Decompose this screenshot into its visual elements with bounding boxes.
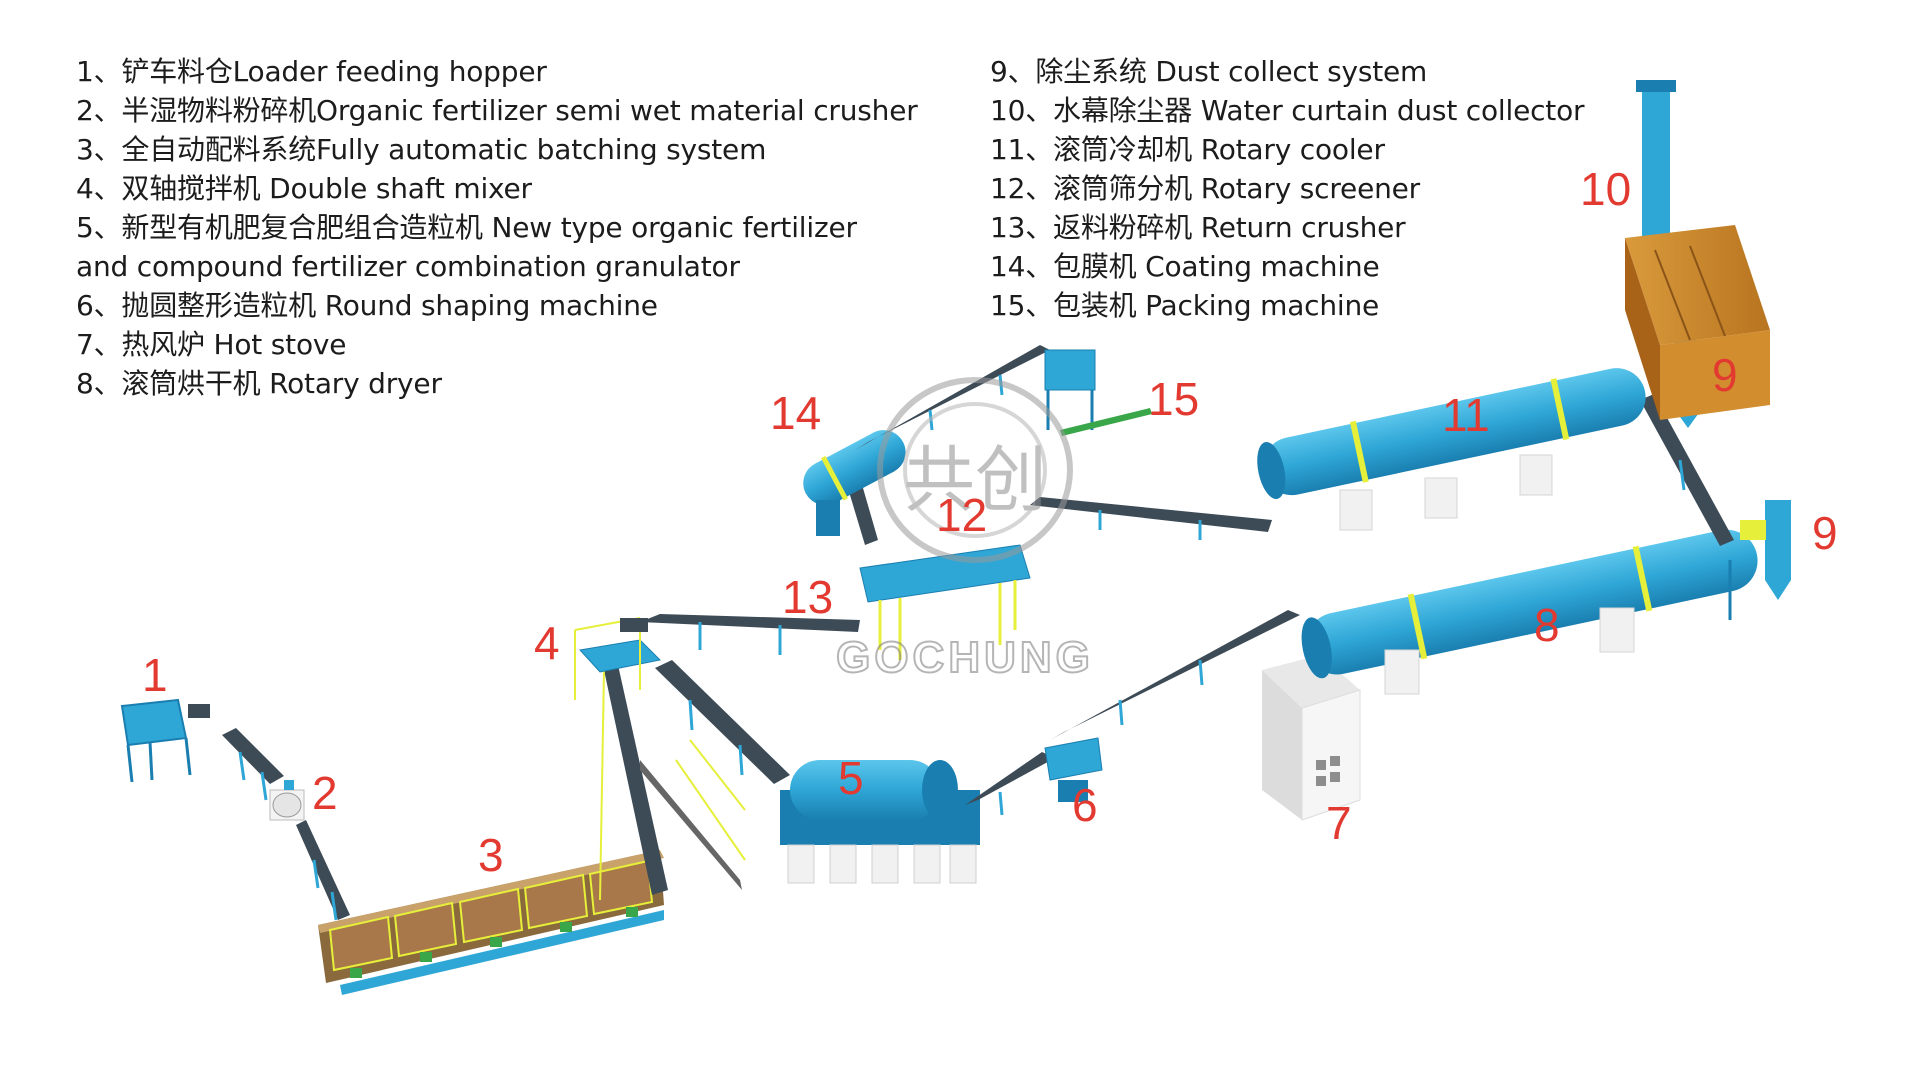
legend-item-mixer: 4、双轴搅拌机 Double shaft mixer (76, 172, 532, 205)
conveyor-belt (655, 660, 790, 784)
callout-1: 1 (142, 649, 168, 701)
legend-item-return-crusher: 13、返料粉碎机 Return crusher (990, 211, 1406, 244)
watermark-logo-text: 共创 (903, 441, 1047, 521)
conveyor-belt (1030, 497, 1272, 540)
legend-item-round-shaper: 6、抛圆整形造粒机 Round shaping machine (76, 289, 658, 322)
callout-7: 7 (1326, 797, 1352, 849)
legend-item-granulator: 5、新型有机肥复合肥组合造粒机 New type organic fertili… (76, 211, 857, 283)
conveyor-belt (599, 665, 746, 901)
legend-item-rotary-cooler: 11、滚筒冷却机 Rotary cooler (990, 133, 1385, 166)
semi-wet-crusher (269, 780, 305, 821)
legend-item-loader-hopper: 1、铲车料仓Loader feeding hopper (76, 55, 547, 88)
packing-machine (1044, 349, 1152, 436)
watermark-logo: 共创 GOCHUNG (835, 377, 1094, 683)
legend-right: 9、除尘系统 Dust collect system 10、水幕除尘器 Wate… (990, 52, 1590, 325)
callout-12: 12 (936, 489, 988, 541)
dust-collector (1728, 500, 1791, 620)
conveyor-belt (296, 820, 350, 921)
legend-left: 1、铲车料仓Loader feeding hopper 2、半湿物料粉碎机Org… (76, 52, 918, 403)
hot-stove (1262, 655, 1361, 821)
legend-item-batching: 3、全自动配料系统Fully automatic batching system (76, 133, 767, 166)
callout-3: 3 (478, 829, 504, 881)
callout-9-upper: 9 (1712, 349, 1738, 401)
legend-item-packing: 15、包装机 Packing machine (990, 289, 1380, 322)
combination-granulator (780, 760, 980, 884)
legend-item-rotary-dryer: 8、滚筒烘干机 Rotary dryer (76, 367, 442, 400)
batching-system (318, 850, 664, 995)
legend-item-crusher: 2、半湿物料粉碎机Organic fertilizer semi wet mat… (76, 94, 918, 127)
conveyor-belt (1640, 394, 1734, 546)
legend-item-hot-stove: 7、热风炉 Hot stove (76, 328, 347, 361)
legend-item-coating: 14、包膜机 Coating machine (990, 250, 1380, 283)
callout-14: 14 (770, 387, 822, 439)
rotary-dryer (1301, 529, 1758, 695)
callout-10: 10 (1580, 163, 1632, 215)
conveyor-belt (222, 728, 284, 801)
conveyor-belt (640, 614, 860, 655)
watermark-brand-text: GOCHUNG (836, 633, 1094, 682)
legend-item-water-curtain: 10、水幕除尘器 Water curtain dust collector (990, 94, 1585, 127)
legend-item-dust-collect: 9、除尘系统 Dust collect system (990, 55, 1428, 88)
double-shaft-mixer (574, 617, 662, 700)
callout-2: 2 (312, 767, 338, 819)
callout-5: 5 (838, 752, 864, 804)
callout-4: 4 (534, 617, 560, 669)
callout-9-lower: 9 (1812, 507, 1838, 559)
conveyor-belt (965, 752, 1055, 816)
conveyor-belt (1050, 610, 1300, 740)
water-curtain-dust-collector (1625, 80, 1770, 420)
callout-15: 15 (1148, 373, 1200, 425)
callout-11: 11 (1442, 389, 1490, 441)
legend-item-rotary-screener: 12、滚筒筛分机 Rotary screener (990, 172, 1420, 205)
loader-feeding-hopper (120, 698, 210, 783)
callout-6: 6 (1072, 779, 1098, 831)
round-shaping-machine (1044, 737, 1103, 802)
callout-13: 13 (782, 571, 834, 623)
rotary-cooler (1257, 368, 1646, 531)
callout-8: 8 (1534, 599, 1560, 651)
